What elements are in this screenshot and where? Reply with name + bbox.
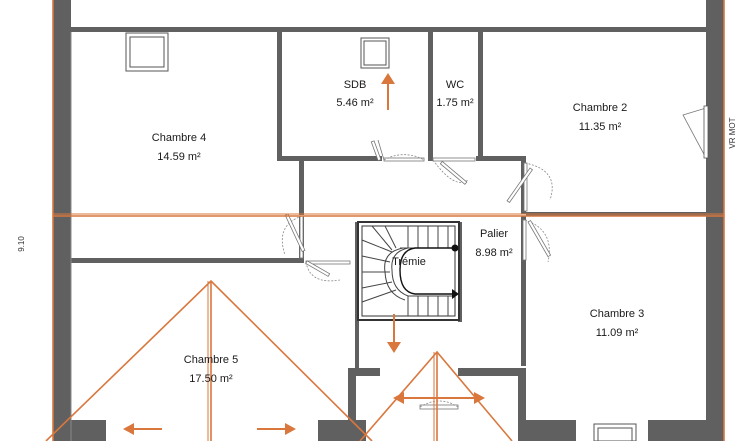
room-name-chambre2: Chambre 2 xyxy=(573,102,627,114)
door-chambre2 xyxy=(506,162,553,212)
wall-left-outer xyxy=(53,0,71,441)
roof-outline xyxy=(45,0,725,441)
room-name-palier: Palier xyxy=(480,228,508,240)
room-name-chambre5: Chambre 5 xyxy=(184,354,238,366)
room-name-chambre4: Chambre 4 xyxy=(152,132,206,144)
room-area-chambre4: 14.59 m² xyxy=(157,151,201,163)
overall-dimension-label: 9.10 xyxy=(17,236,26,252)
wall-wc-chambre2 xyxy=(478,30,483,160)
wall-top xyxy=(53,27,724,32)
room-name-chambre3: Chambre 3 xyxy=(590,308,644,320)
wall-bottom-mid-block xyxy=(318,420,366,441)
wall-chambre5-top xyxy=(71,258,303,263)
room-name-wc: WC xyxy=(446,79,464,91)
arrow-left-chambre5 xyxy=(123,423,162,435)
room-area-chambre2: 11.35 m² xyxy=(579,121,622,133)
wall-lower-right xyxy=(458,368,526,376)
room-area-chambre3: 11.09 m² xyxy=(596,327,639,339)
wall-lower-left xyxy=(348,368,380,376)
staircase xyxy=(357,221,460,321)
room-name-sdb: SDB xyxy=(344,79,367,91)
wall-bottom-right-block1 xyxy=(526,420,576,441)
wall-bottom-left-block xyxy=(71,420,106,441)
room-area-wc: 1.75 m² xyxy=(436,97,474,109)
wall-corridor-left xyxy=(299,160,304,215)
wall-wc-bottom-right xyxy=(476,156,526,161)
door-chambre5 xyxy=(305,260,351,282)
arrow-down-stair xyxy=(387,314,401,353)
wall-lower-right-vert xyxy=(518,368,526,441)
skylight-sdb xyxy=(360,37,390,69)
wall-chambre2-vert xyxy=(521,156,526,214)
room-area-sdb: 5.46 m² xyxy=(336,97,374,109)
room-area-chambre5: 17.50 m² xyxy=(189,373,233,385)
door-vr-mot xyxy=(682,105,709,159)
wall-wc-bottom xyxy=(428,156,433,161)
wall-sdb-bottom xyxy=(277,156,382,161)
tremie-label: Trémie xyxy=(392,256,426,268)
door-chambre4 xyxy=(281,213,306,259)
wall-palier-right xyxy=(521,216,526,366)
wall-sdb-left xyxy=(277,30,282,160)
skylight-chambre4 xyxy=(125,32,169,72)
wall-lower-left-vert xyxy=(348,368,356,441)
door-chambre3 xyxy=(522,219,552,263)
room-area-palier: 8.98 m² xyxy=(475,247,513,259)
arrow-right-chambre5 xyxy=(257,423,296,435)
wall-right-upper xyxy=(706,32,724,162)
vr-mot-label: VR MOT xyxy=(728,117,737,148)
arrow-up-sdb xyxy=(381,73,395,110)
door-lower xyxy=(419,400,459,410)
wall-bottom-right-block2 xyxy=(648,420,708,441)
door-sdb xyxy=(370,139,425,162)
skylight-bottom-right xyxy=(593,423,637,441)
wall-sdb-wc xyxy=(428,30,433,160)
arrow-double-lower xyxy=(393,392,485,404)
door-wc xyxy=(432,157,476,185)
